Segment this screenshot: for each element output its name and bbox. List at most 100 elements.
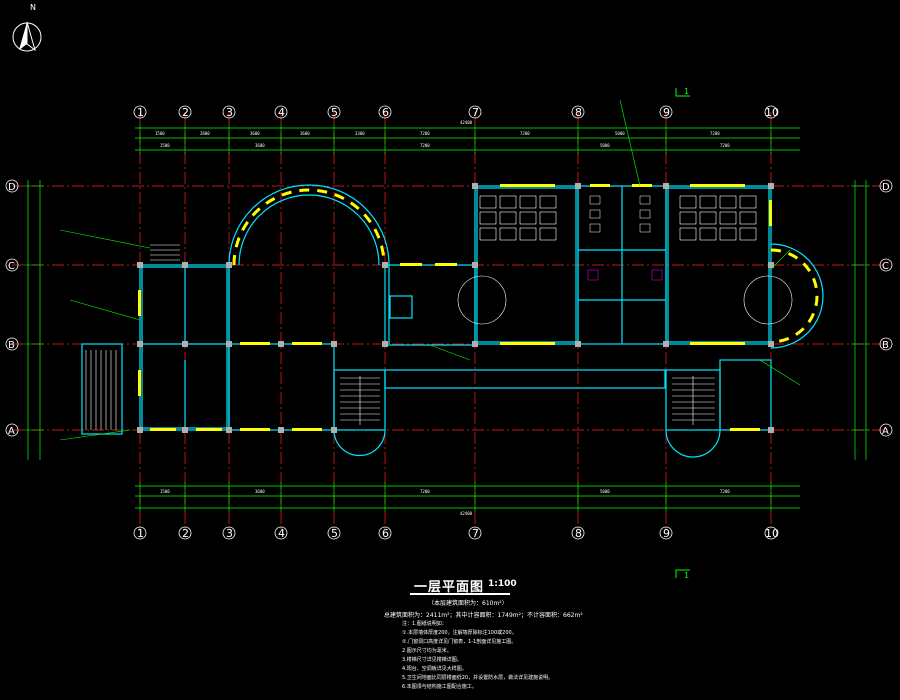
note-line: 4.阳台、空调板详见大样图。 [402, 666, 467, 672]
svg-text:D: D [882, 182, 890, 193]
drawing-notes: 注：1.图纸说明如： ①.本层墙体厚度200，注解墙厚除标注100或200。 ②… [402, 620, 553, 692]
svg-text:7200: 7200 [420, 489, 430, 494]
svg-text:5000: 5000 [615, 131, 625, 136]
row-bubble-left-B: B [5, 337, 19, 351]
windows [138, 184, 772, 431]
svg-text:1500: 1500 [160, 489, 170, 494]
svg-text:7200: 7200 [720, 489, 730, 494]
svg-text:4: 4 [278, 106, 285, 119]
svg-text:3600: 3600 [255, 489, 265, 494]
svg-text:10: 10 [765, 106, 779, 119]
svg-text:3600: 3600 [255, 143, 265, 148]
svg-text:7200: 7200 [420, 143, 430, 148]
left-entrance-stair [85, 350, 117, 430]
svg-text:1: 1 [137, 106, 144, 119]
svg-text:2: 2 [182, 527, 189, 540]
north-arrow [12, 21, 42, 52]
floor-area-subtitle: （本层建筑面积为：610m²） [428, 600, 508, 607]
row-bubble-left-C: C [5, 258, 19, 272]
svg-text:7200: 7200 [420, 131, 430, 136]
svg-text:8: 8 [575, 527, 582, 540]
svg-text:1500: 1500 [160, 143, 170, 148]
row-bubble-left-A: A [5, 423, 19, 437]
arc-windows [232, 188, 819, 344]
svg-text:1: 1 [137, 527, 144, 540]
section-marker-top: 1 [675, 87, 690, 97]
svg-text:42400: 42400 [460, 120, 473, 125]
axis-bubble-top-10: 10 [764, 105, 779, 119]
svg-text:D: D [8, 182, 16, 193]
title-underline [410, 593, 510, 595]
axis-bubble-bottom-2: 2 [178, 526, 192, 540]
svg-text:42400: 42400 [460, 511, 473, 516]
axis-bubble-top-5: 5 [327, 105, 341, 119]
right-stair [672, 376, 715, 425]
upper-stair [150, 244, 180, 261]
row-bubble-right-B: B [879, 337, 893, 351]
axis-bubble-bottom-10: 10 [764, 526, 779, 540]
row-bubbles-left: D C B A [5, 179, 19, 437]
area-summary: 总建筑面积为：2411m²；其中计容面积：1749m²；不计容面积：662m² [384, 612, 583, 619]
svg-text:C: C [8, 261, 15, 272]
svg-text:3600: 3600 [250, 131, 260, 136]
axis-bubble-bottom-8: 8 [571, 526, 585, 540]
note-line: 注：1.图纸说明如： [402, 621, 447, 627]
svg-text:2: 2 [182, 106, 189, 119]
svg-text:9: 9 [663, 106, 670, 119]
note-line: 6.本图须与结构施工图配合施工。 [402, 684, 477, 690]
drawing-scale: 1:100 [488, 579, 517, 589]
note-line: 3.楼梯尺寸详见楼梯详图。 [402, 657, 462, 663]
svg-text:7: 7 [472, 527, 479, 540]
svg-text:1500: 1500 [155, 131, 165, 136]
svg-text:3300: 3300 [355, 131, 365, 136]
svg-text:3600: 3600 [300, 131, 310, 136]
row-bubble-right-D: D [879, 179, 893, 193]
row-bubble-left-D: D [5, 179, 19, 193]
svg-text:A: A [8, 426, 15, 437]
dimension-ticks: 1500 2800 3600 3600 3300 7200 7200 5000 7200 1… [155, 120, 730, 516]
svg-text:1: 1 [684, 87, 689, 96]
axis-bubble-bottom-5: 5 [327, 526, 341, 540]
stairs [85, 244, 715, 430]
axis-bubble-bottom-9: 9 [659, 526, 673, 540]
section-markers: 1 1 [675, 87, 690, 580]
drawing-title: 一层平面图 [414, 580, 485, 595]
svg-text:5000: 5000 [600, 489, 610, 494]
axis-bubble-bottom-6: 6 [378, 526, 392, 540]
svg-text:10: 10 [765, 527, 779, 540]
columns [137, 183, 774, 433]
note-line: ①.本层墙体厚度200，注解墙厚除标注100或200。 [402, 630, 517, 636]
row-bubble-right-C: C [879, 258, 893, 272]
note-line: ②.门窗洞口高度详见门窗表，1-1剖面详见施工图。 [402, 639, 517, 645]
svg-text:1: 1 [684, 571, 689, 580]
svg-text:7: 7 [472, 106, 479, 119]
dimension-lines [24, 124, 870, 512]
toilet-fixtures [587, 195, 663, 281]
note-line: 5.卫生间地面比同层楼面低20，并设置防水层，做法详见建施说明。 [402, 675, 554, 681]
axis-bubble-bottom-1: 1 [133, 526, 147, 540]
classroom-desks [457, 195, 793, 325]
svg-text:7200: 7200 [720, 143, 730, 148]
axis-bubble-top-4: 4 [274, 105, 288, 119]
svg-text:B: B [8, 340, 15, 351]
note-line: 2.图示尺寸均为毫米。 [402, 648, 452, 654]
axis-bubble-top-1: 1 [133, 105, 147, 119]
svg-text:6: 6 [382, 106, 389, 119]
axis-bubble-top-6: 6 [378, 105, 392, 119]
axis-bubble-top-9: 9 [659, 105, 673, 119]
axis-bubble-top-7: 7 [468, 105, 482, 119]
svg-text:2800: 2800 [200, 131, 210, 136]
svg-text:B: B [882, 340, 889, 351]
svg-text:6: 6 [382, 527, 389, 540]
axis-bubble-bottom-4: 4 [274, 526, 288, 540]
svg-text:5000: 5000 [600, 143, 610, 148]
axis-bubble-top-2: 2 [178, 105, 192, 119]
svg-text:3: 3 [226, 527, 233, 540]
svg-text:8: 8 [575, 106, 582, 119]
axis-bubbles-bottom: 1 2 3 4 5 6 7 8 9 10 [133, 526, 779, 540]
center-stair [340, 376, 380, 425]
row-bubbles-right: D C B A [879, 179, 893, 437]
axis-bubble-top-3: 3 [222, 105, 236, 119]
